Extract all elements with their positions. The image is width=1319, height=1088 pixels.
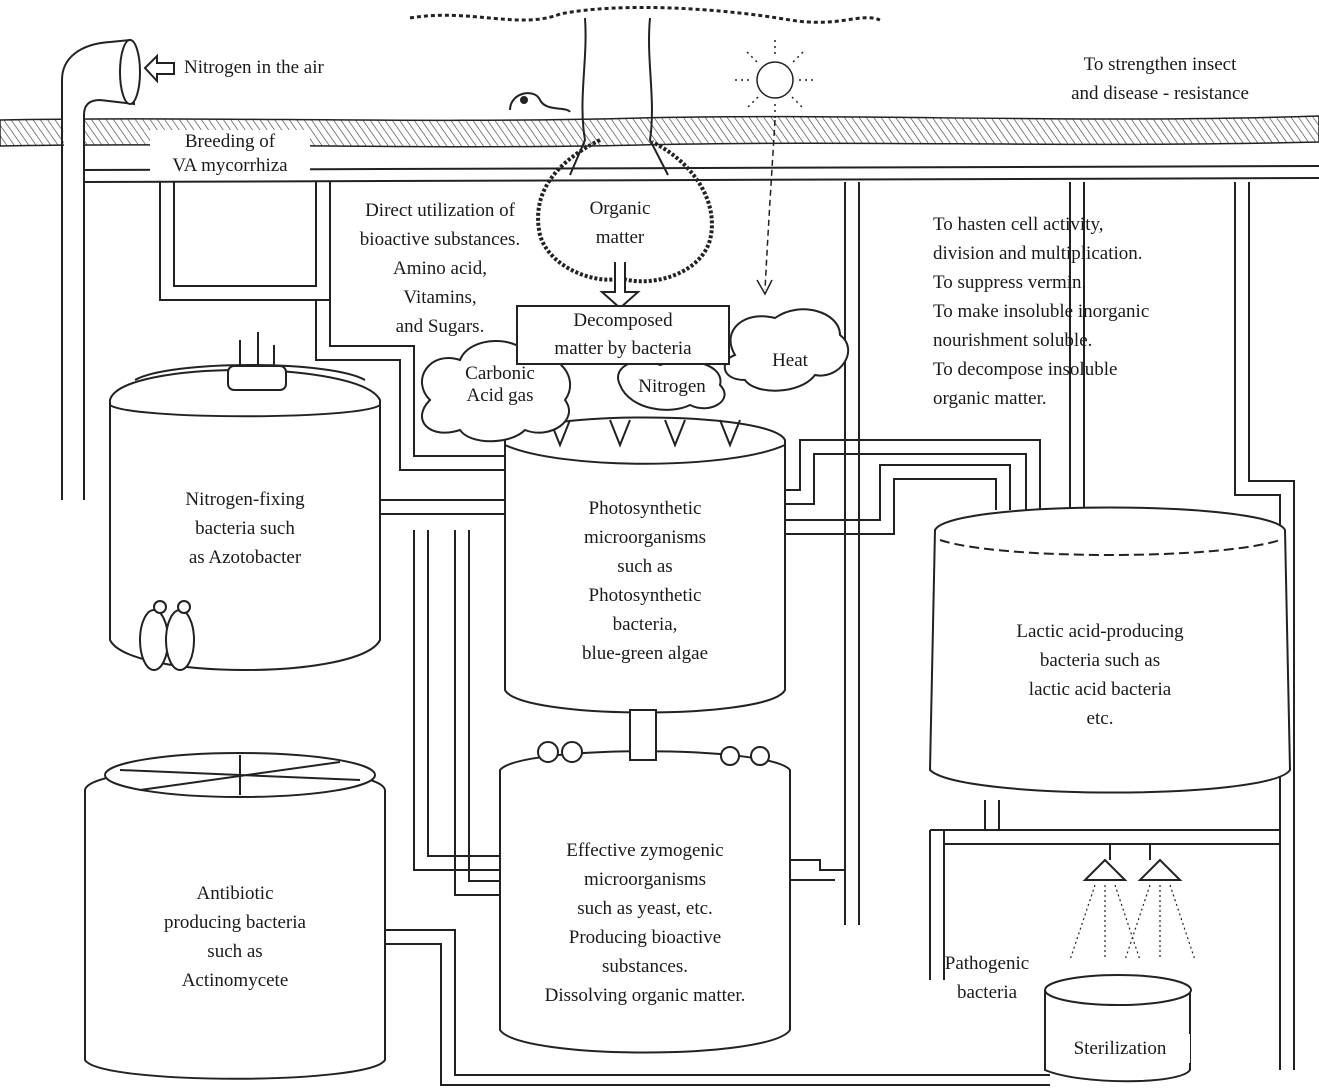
ground-line — [0, 115, 1319, 148]
pipe-network — [83, 165, 1319, 1086]
tank-photosynthetic — [504, 416, 786, 714]
air-intake-pipe — [61, 38, 175, 500]
tree-illustration — [409, 5, 881, 310]
label-nitrogen-in-air: Nitrogen in the air — [184, 57, 324, 78]
tank-nitrogen-fixing — [109, 332, 381, 671]
label-hasten-cell-activity: To hasten cell activity,division and mul… — [933, 214, 1150, 409]
tank-lactic-acid — [928, 506, 1292, 794]
label-nitrogen: Nitrogen — [638, 376, 706, 397]
cloud-carbonic — [420, 340, 571, 443]
label-heat: Heat — [772, 350, 808, 371]
decomposed-matter-box — [516, 305, 730, 365]
worm-illustration — [509, 92, 571, 113]
label-sterilization: Sterilization — [1050, 1034, 1190, 1063]
tank-zymogenic — [499, 709, 791, 1054]
cloud-heat — [723, 308, 850, 392]
tank-antibiotic — [84, 752, 386, 1080]
sun-icon — [735, 40, 815, 296]
